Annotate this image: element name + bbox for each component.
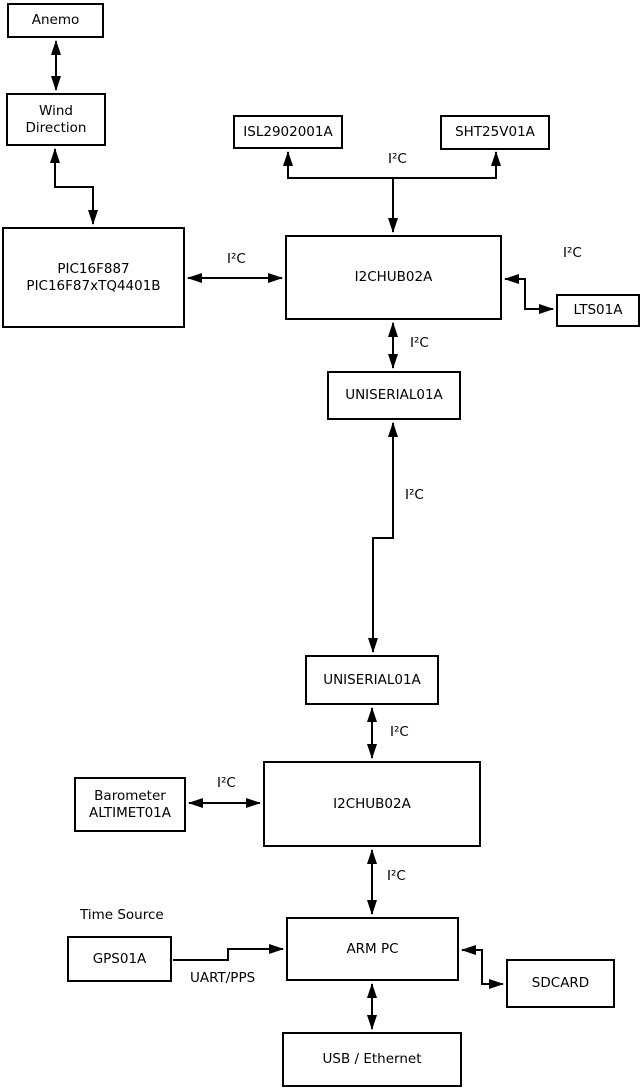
node-uniserial01a-bottom: UNISERIAL01A (305, 655, 439, 705)
connector-armpc-sdcard (461, 945, 504, 989)
node-usb-ethernet: USB / Ethernet (282, 1032, 462, 1087)
node-lts01a: LTS01A (556, 294, 640, 327)
node-uniserial01a-top: UNISERIAL01A (327, 371, 461, 420)
node-anemo: Anemo (7, 3, 104, 38)
connector-i2chub-top-lts (504, 274, 554, 314)
label-i2c-pic-hub: I²C (227, 251, 246, 267)
node-i2chub02a-bottom: I2CHUB02A (263, 761, 481, 847)
label-i2c-bus-top: I²C (388, 151, 407, 167)
node-i2chub02a-top: I2CHUB02A (285, 235, 502, 320)
label-i2c-uniserial-hub-bottom: I²C (390, 724, 409, 740)
label-i2c-barometer-hub: I²C (217, 775, 236, 791)
node-wind-direction: Wind Direction (6, 93, 106, 146)
label-i2c-hub-uniserial-top: I²C (410, 335, 429, 351)
connector-winddirection-pic (50, 148, 98, 225)
label-i2c-uniserial-link: I²C (405, 487, 424, 503)
label-i2c-hub-lts: I²C (563, 245, 582, 261)
node-sht25v01a: SHT25V01A (440, 115, 550, 150)
connector-uniserial-top-uniserial-bottom (368, 422, 398, 653)
label-uart-pps: UART/PPS (190, 970, 256, 986)
node-sdcard: SDCARD (506, 959, 615, 1008)
label-time-source: Time Source (80, 907, 164, 923)
node-arm-pc: ARM PC (286, 917, 459, 981)
node-isl2902001a: ISL2902001A (233, 115, 343, 149)
node-gps01a: GPS01A (67, 936, 172, 982)
node-pic16f887: PIC16F887 PIC16F87xTQ4401B (2, 227, 185, 328)
connector-gps-armpc (173, 944, 284, 961)
label-i2c-hub-armpc: I²C (387, 868, 406, 884)
node-barometer-altimet01a: Barometer ALTIMET01A (74, 777, 186, 832)
